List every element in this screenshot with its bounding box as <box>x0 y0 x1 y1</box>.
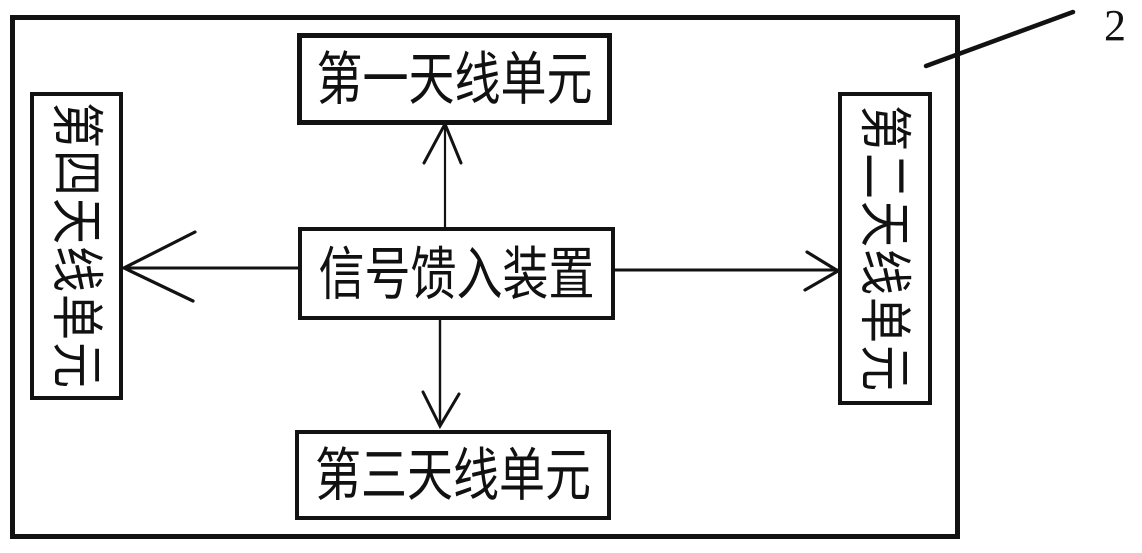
reference-leader-line <box>923 9 1076 69</box>
node-signal-feed-in-device: 信号馈入装置 <box>298 227 615 320</box>
node-second-antenna-unit: 第二天线单元 <box>838 92 932 405</box>
node-third-antenna-unit: 第三天线单元 <box>295 430 611 520</box>
reference-label: 2 <box>1104 1 1126 50</box>
node-fourth-antenna-unit: 第四天线单元 <box>30 92 123 400</box>
node-label: 第一天线单元 <box>316 45 593 113</box>
node-label: 第四天线单元 <box>45 102 108 390</box>
node-label: 信号馈入装置 <box>318 239 595 308</box>
arrow-center-to-right <box>611 250 842 292</box>
arrow-center-to-bottom <box>421 318 461 430</box>
node-label: 第三天线单元 <box>315 441 591 509</box>
arrow-center-to-top <box>422 120 463 229</box>
node-label: 第二天线单元 <box>853 104 917 393</box>
arrow-center-to-left <box>120 230 300 303</box>
node-first-antenna-unit: 第一天线单元 <box>297 33 612 125</box>
